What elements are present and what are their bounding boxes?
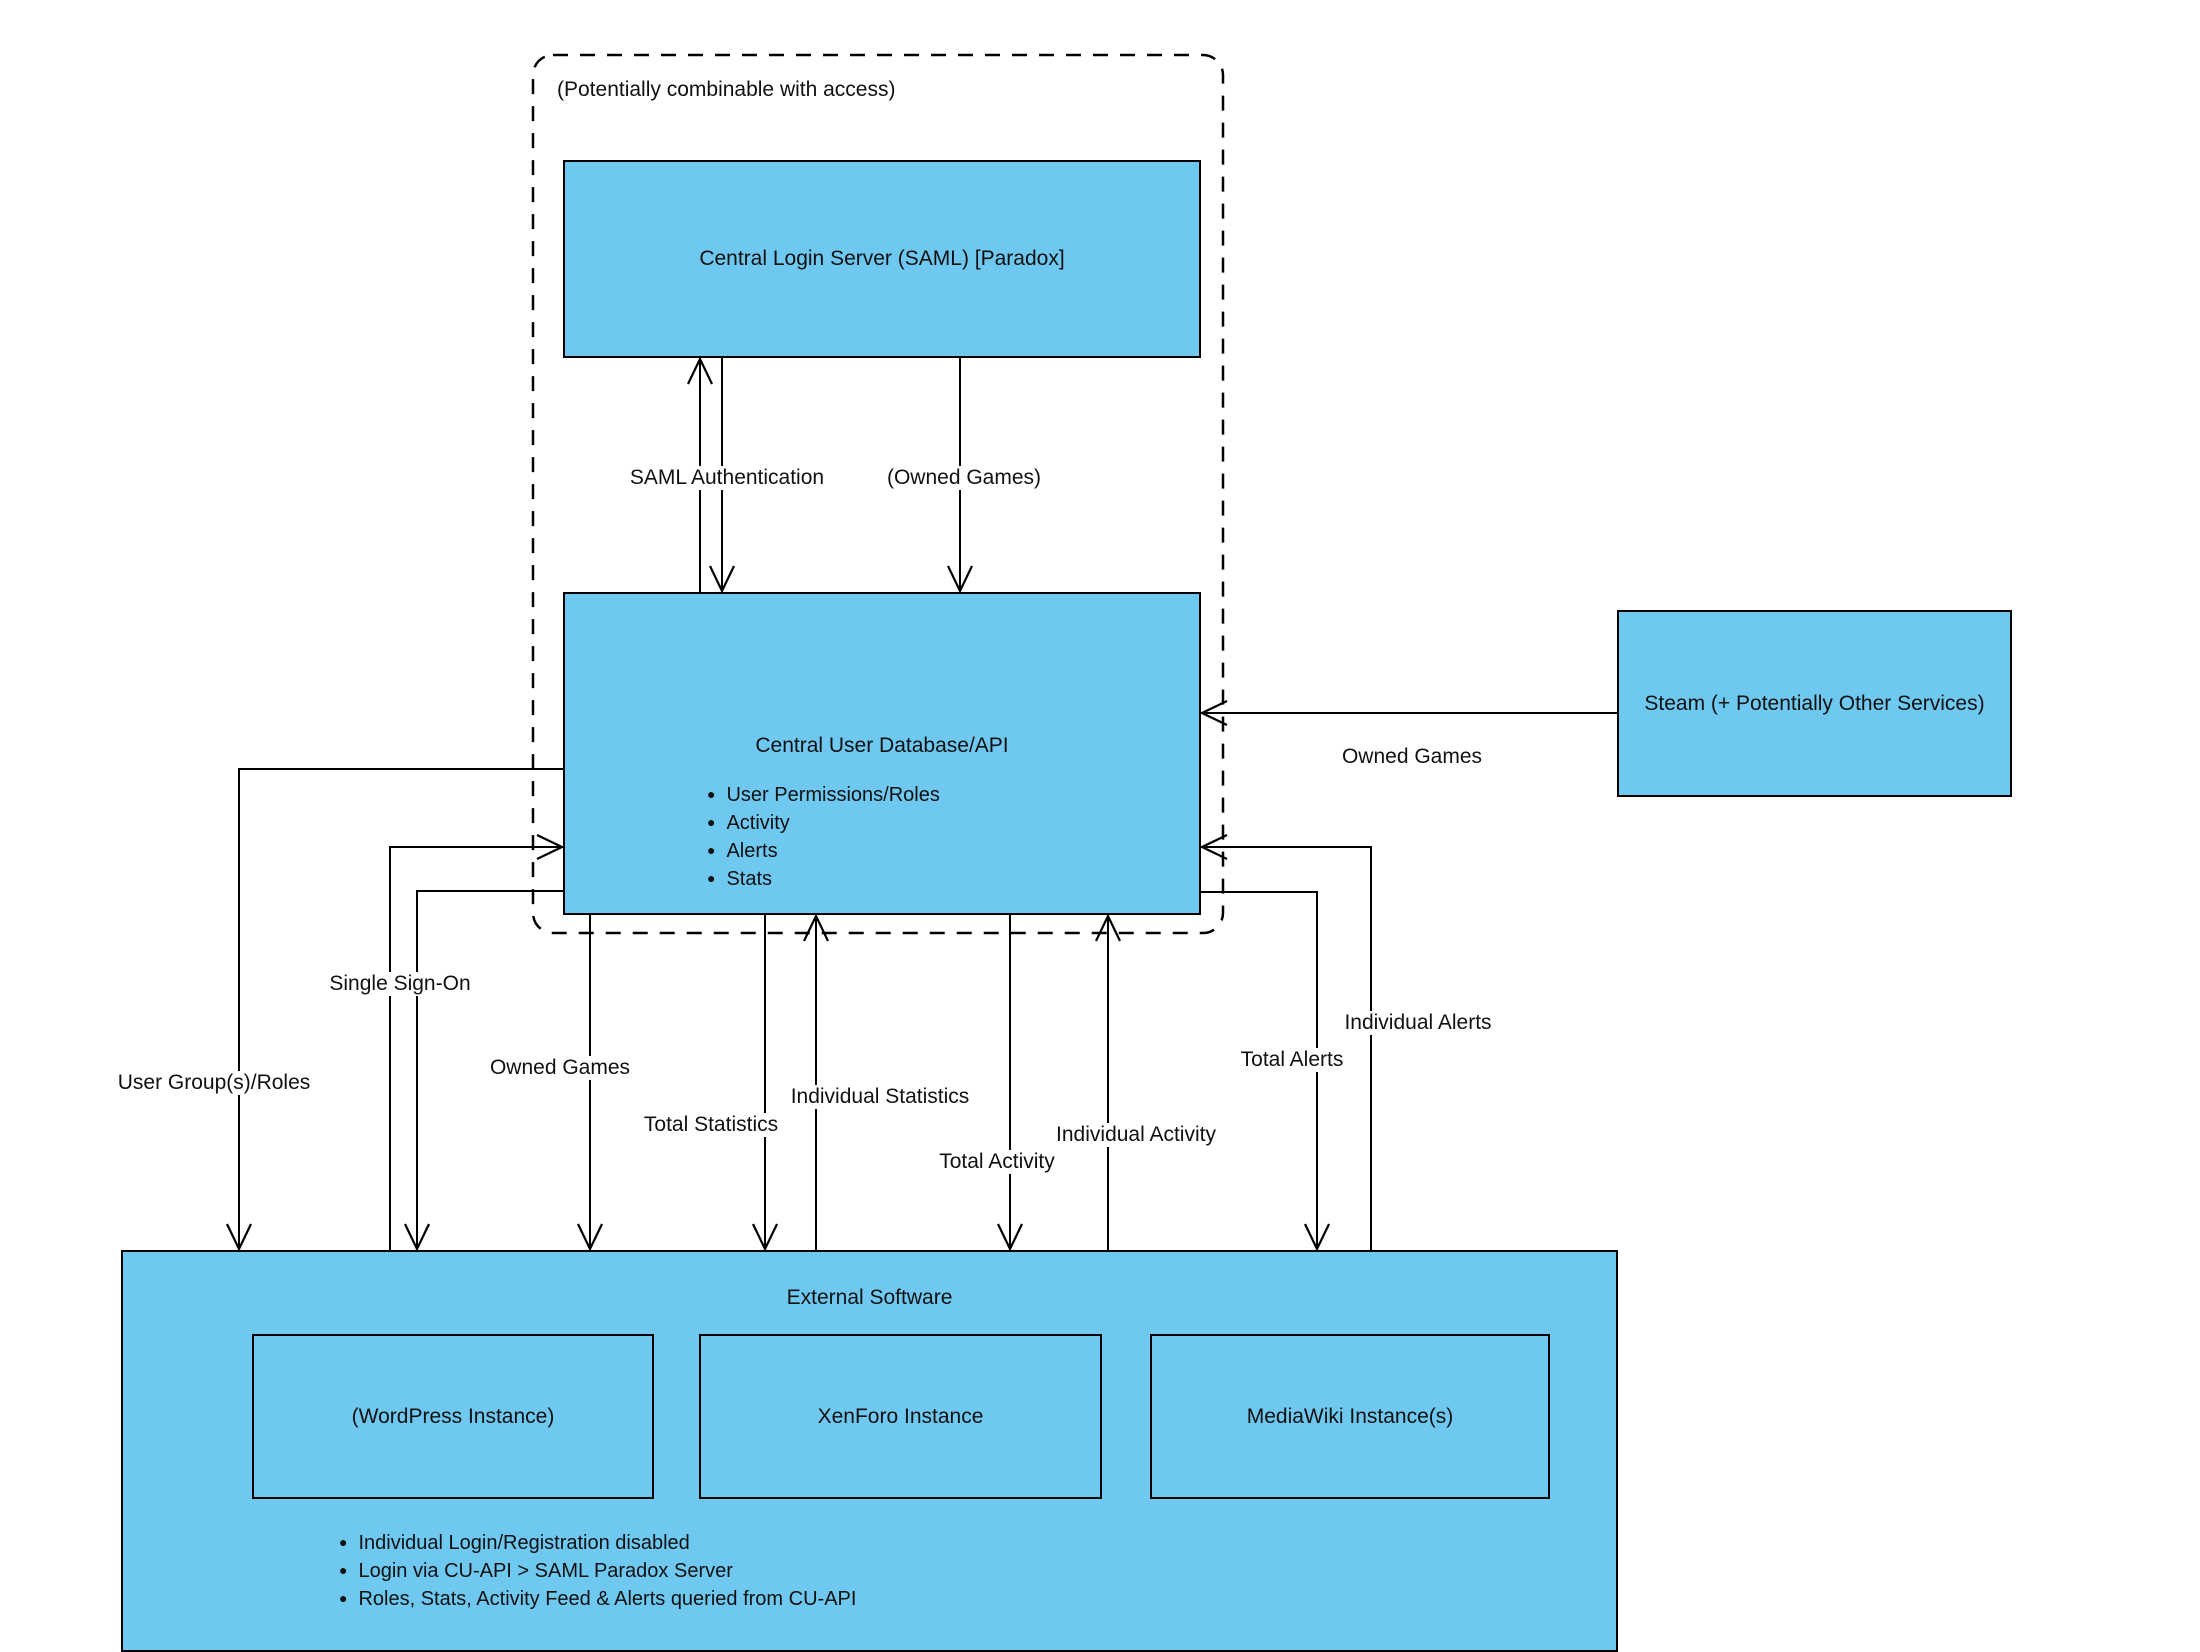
- mediawiki-instance-label: MediaWiki Instance(s): [1246, 1404, 1454, 1428]
- steam-label: Steam (+ Potentially Other Services): [1644, 691, 1985, 715]
- node-xenforo-instance: XenForo Instance: [699, 1334, 1102, 1499]
- group-label: (Potentially combinable with access): [557, 78, 896, 101]
- edge-label-total-alerts: Total Alerts: [1236, 1048, 1348, 1072]
- wordpress-instance-label: (WordPress Instance): [351, 1404, 555, 1428]
- node-central-login-server: Central Login Server (SAML) [Paradox]: [563, 160, 1201, 358]
- db-list-item: Alerts: [707, 838, 940, 866]
- external-software-notes: Individual Login/Registration disabled L…: [339, 1530, 856, 1614]
- edge-single-sign-on-up: [389, 834, 565, 1250]
- external-software-title: External Software: [786, 1286, 953, 1309]
- edge-label-total-activity: Total Activity: [935, 1150, 1059, 1174]
- edge-user-groups-roles: [226, 768, 563, 1252]
- db-list-item: Activity: [707, 810, 940, 838]
- edge-label-single-sign-on: Single Sign-On: [325, 972, 475, 996]
- edge-label-total-statistics: Total Statistics: [639, 1113, 783, 1137]
- edge-label-user-groups-roles: User Group(s)/Roles: [113, 1071, 315, 1095]
- es-note-item: Roles, Stats, Activity Feed & Alerts que…: [339, 1586, 856, 1614]
- db-list-item: User Permissions/Roles: [707, 782, 939, 810]
- node-wordpress-instance: (WordPress Instance): [252, 1334, 654, 1499]
- edge-label-individual-alerts: Individual Alerts: [1340, 1011, 1496, 1035]
- edge-label-individual-activity: Individual Activity: [1052, 1123, 1220, 1147]
- node-steam: Steam (+ Potentially Other Services): [1617, 610, 2012, 797]
- central-login-server-label: Central Login Server (SAML) [Paradox]: [699, 247, 1065, 270]
- edge-label-saml-authentication: SAML Authentication: [625, 466, 829, 490]
- central-user-database-title: Central User Database/API: [755, 734, 1009, 757]
- node-mediawiki-instance: MediaWiki Instance(s): [1150, 1334, 1550, 1499]
- es-note-item: Individual Login/Registration disabled: [339, 1530, 856, 1558]
- node-central-user-database: Central User Database/API User Permissio…: [563, 592, 1201, 915]
- edge-label-owned-games-steam: Owned Games: [1337, 745, 1487, 769]
- es-note-item: Login via CU-API > SAML Paradox Server: [339, 1558, 856, 1586]
- edge-label-owned-games-top: (Owned Games): [882, 466, 1046, 490]
- edge-label-owned-games-down: Owned Games: [485, 1056, 635, 1080]
- edge-label-individual-statistics: Individual Statistics: [786, 1085, 974, 1109]
- xenforo-instance-label: XenForo Instance: [817, 1404, 984, 1428]
- db-list-item: Stats: [707, 866, 940, 894]
- central-user-database-list: User Permissions/Roles Activity Alerts S…: [707, 782, 940, 894]
- node-external-software: External Software (WordPress Instance) X…: [121, 1250, 1618, 1652]
